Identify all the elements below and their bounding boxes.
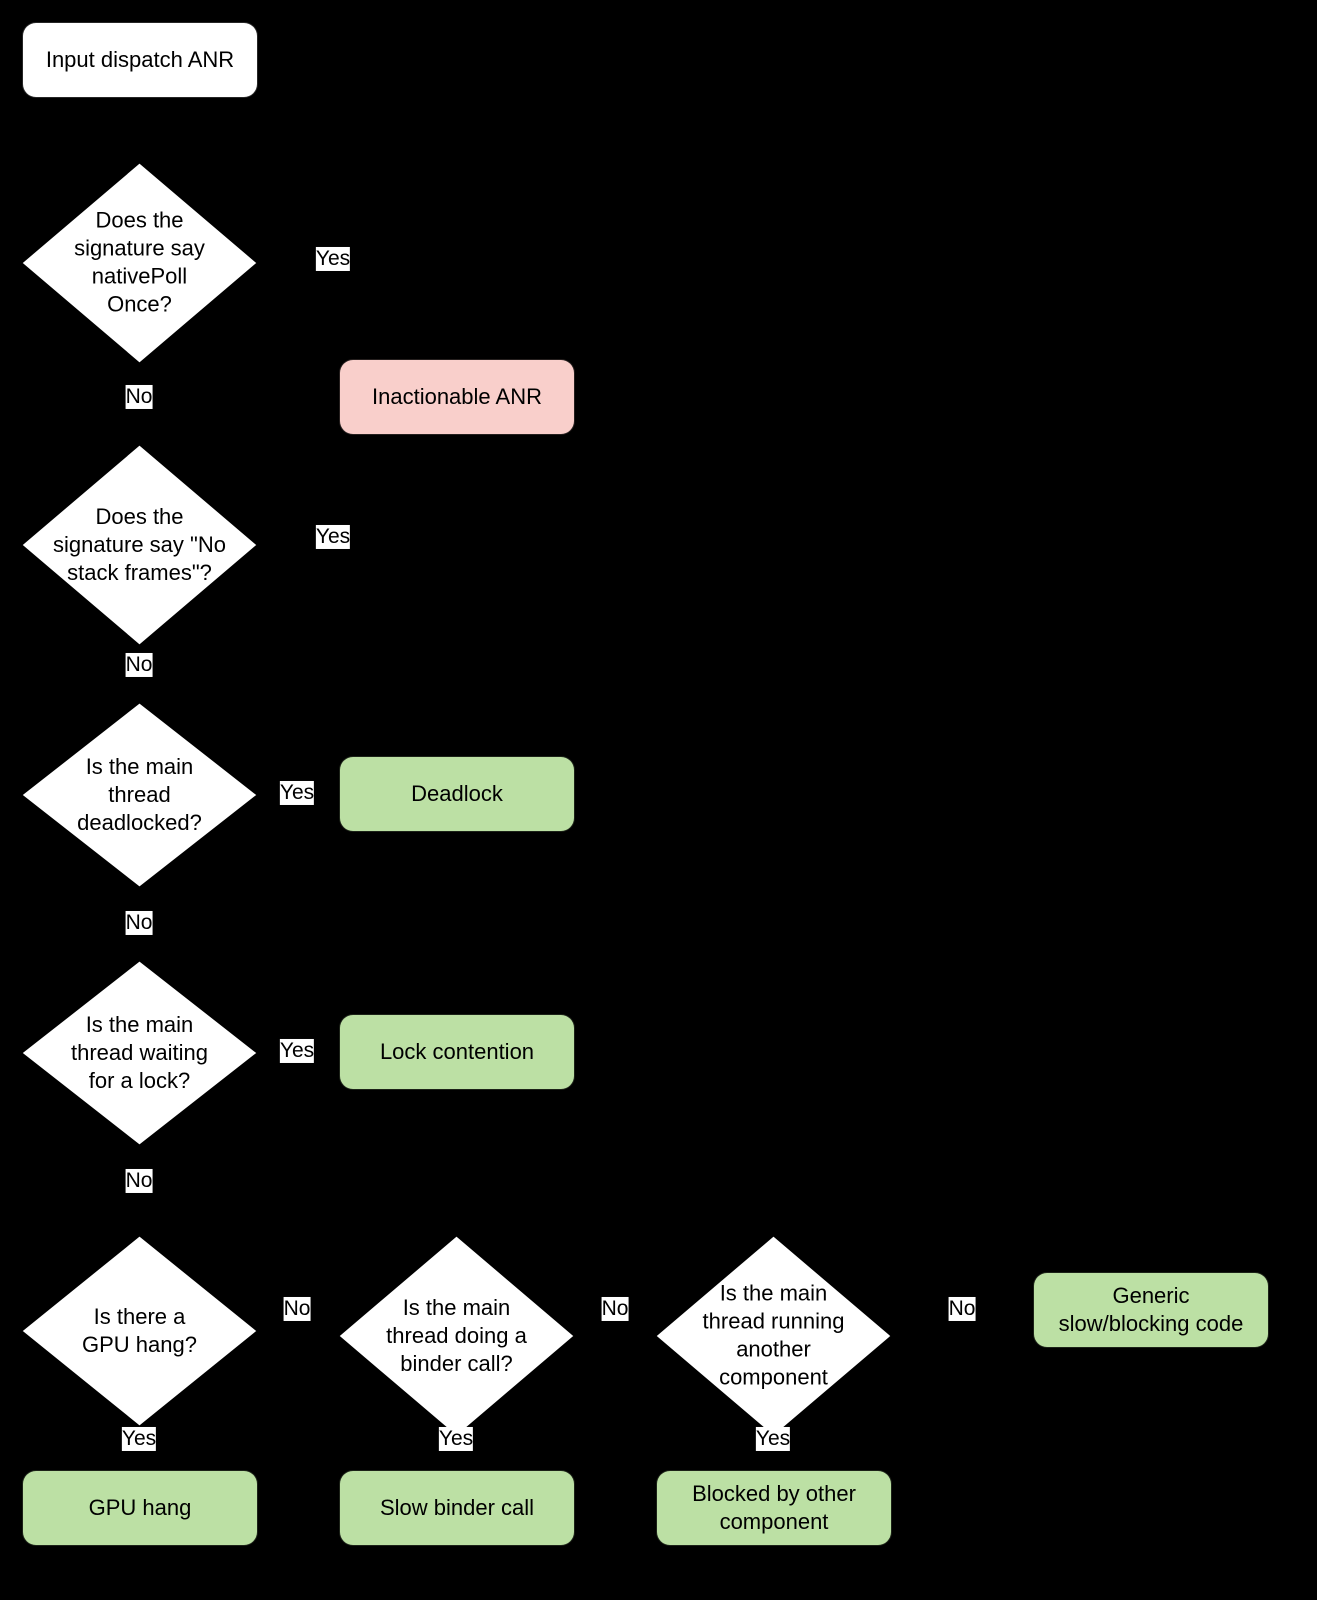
node-decision-main-thread-binder-call[interactable]: Is the main thread doing a binder call? <box>339 1236 574 1436</box>
node-label: Deadlock <box>411 780 503 806</box>
edge-label-d3-no: No <box>125 910 153 936</box>
node-result-inactionable-anr[interactable]: Inactionable ANR <box>339 359 575 435</box>
node-label: GPU hang <box>88 1494 192 1520</box>
edge-label-d4-yes: Yes <box>279 1038 315 1064</box>
edge-label-d4-no: No <box>125 1168 153 1194</box>
edge-label-d5-yes: Yes <box>121 1426 157 1452</box>
diamond-shape <box>22 445 257 645</box>
edge-label-d7-no: No <box>948 1296 976 1322</box>
node-label: Slow binder call <box>379 1494 535 1520</box>
diamond-shape <box>22 1236 257 1426</box>
node-decision-main-thread-another-component[interactable]: Is the main thread running another compo… <box>656 1236 891 1436</box>
node-label: Generic slow/blocking code <box>1058 1282 1244 1336</box>
node-label: Input dispatch ANR <box>45 46 235 72</box>
edge-label-d1-no: No <box>125 384 153 410</box>
node-start-input-dispatch-anr[interactable]: Input dispatch ANR <box>22 22 258 98</box>
node-result-gpu-hang[interactable]: GPU hang <box>22 1470 258 1546</box>
edge-label-d7-yes: Yes <box>755 1426 791 1452</box>
edge-label-d6-no: No <box>601 1296 629 1322</box>
edge-label-d3-yes: Yes <box>279 780 315 806</box>
diamond-shape <box>22 703 257 887</box>
diamond-shape <box>656 1236 891 1436</box>
diamond-shape <box>339 1236 574 1436</box>
edge-label-d2-no: No <box>125 652 153 678</box>
diamond-shape <box>22 163 257 363</box>
edge-label-d5-no: No <box>283 1296 311 1322</box>
node-label: Inactionable ANR <box>372 383 542 409</box>
node-result-deadlock[interactable]: Deadlock <box>339 756 575 832</box>
edge-label-d2-yes: Yes <box>315 524 351 550</box>
node-result-generic-slow-blocking-code[interactable]: Generic slow/blocking code <box>1033 1272 1269 1348</box>
edge-label-d1-yes: Yes <box>315 246 351 272</box>
node-result-slow-binder-call[interactable]: Slow binder call <box>339 1470 575 1546</box>
node-decision-main-thread-deadlocked[interactable]: Is the main thread deadlocked? <box>22 703 257 887</box>
edge-label-d6-yes: Yes <box>438 1426 474 1452</box>
diamond-shape <box>22 961 257 1145</box>
node-decision-no-stack-frames[interactable]: Does the signature say "No stack frames"… <box>22 445 257 645</box>
node-label: Lock contention <box>379 1038 535 1064</box>
node-decision-main-thread-waiting-for-lock[interactable]: Is the main thread waiting for a lock? <box>22 961 257 1145</box>
node-result-blocked-by-other-component[interactable]: Blocked by other component <box>656 1470 892 1546</box>
node-label: Blocked by other component <box>692 1480 856 1534</box>
node-decision-native-poll-once[interactable]: Does the signature say nativePoll Once? <box>22 163 257 363</box>
node-decision-gpu-hang[interactable]: Is there a GPU hang? <box>22 1236 257 1426</box>
node-result-lock-contention[interactable]: Lock contention <box>339 1014 575 1090</box>
